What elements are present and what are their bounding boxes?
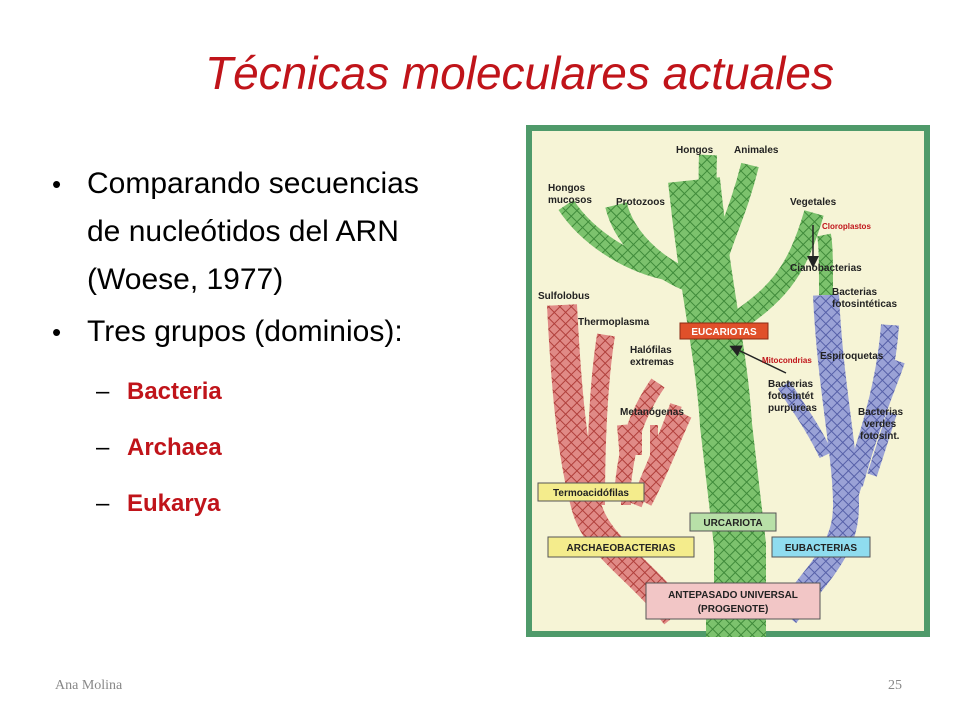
label-espiroquetas: Espiroquetas	[820, 351, 884, 362]
box-eubacterias: EUBACTERIAS	[771, 536, 871, 558]
mitocondrias-arrow	[729, 345, 787, 374]
box-archaeobacterias: ARCHAEOBACTERIAS	[547, 536, 695, 558]
label-bact-fotosinteticas-1: Bacterias	[832, 287, 877, 298]
label-bact-fotosinteticas-2: fotosintéticas	[832, 299, 897, 310]
label-hongos: Hongos	[676, 145, 714, 156]
label-cloroplastos: Cloroplastos	[822, 222, 871, 231]
label-termoacidofilas: Termoacidófilas	[553, 488, 629, 499]
label-purpureas-3: purpúreas	[768, 403, 817, 414]
bullet-dot: •	[52, 317, 62, 347]
label-archaeobacterias: ARCHAEOBACTERIAS	[567, 543, 676, 554]
bacteria-branches	[775, 233, 905, 624]
bullet-line: de nucleótidos del ARN	[87, 215, 399, 248]
label-purpureas-2: fotosintét	[768, 391, 814, 402]
dash-marker: –	[96, 490, 110, 517]
bullet-text: Tres grupos (dominios):	[87, 315, 403, 348]
label-verdes-3: fotosint.	[860, 431, 900, 442]
label-urcariota: URCARIOTA	[703, 518, 762, 529]
domain-label: Eukarya	[127, 490, 221, 517]
bullet-dot: •	[52, 169, 62, 199]
label-antepasado-2: (PROGENOTE)	[698, 604, 769, 615]
page-number: 25	[888, 678, 902, 693]
label-hongos-mucosos-2: mucosos	[548, 195, 592, 206]
domain-list: – Bacteria – Archaea – Eukarya	[52, 364, 492, 532]
label-mitocondrias: Mitocondrias	[762, 356, 812, 365]
label-verdes-1: Bacterias	[858, 407, 903, 418]
label-eubacterias: EUBACTERIAS	[785, 543, 858, 554]
bullet-list: • Comparando secuencias de nucleótidos d…	[52, 160, 492, 532]
label-purpureas-1: Bacterias	[768, 379, 813, 390]
box-antepasado-universal: ANTEPASADO UNIVERSAL (PROGENOTE)	[645, 582, 821, 620]
bullet-rna-sequences: • Comparando secuencias de nucleótidos d…	[52, 160, 492, 304]
label-eucariotas: EUCARIOTAS	[691, 327, 757, 338]
label-antepasado-1: ANTEPASADO UNIVERSAL	[668, 590, 798, 601]
bullet-three-domains: • Tres grupos (dominios):	[52, 308, 492, 356]
label-hongos-mucosos-1: Hongos	[548, 183, 586, 194]
slide-title: Técnicas moleculares actuales	[205, 47, 834, 99]
dash-marker: –	[96, 378, 110, 405]
bullet-line: Comparando secuencias	[87, 167, 419, 200]
label-thermoplasma: Thermoplasma	[578, 317, 650, 328]
label-metanogenas: Metanógenas	[620, 407, 684, 418]
domain-label: Archaea	[127, 434, 222, 461]
footer-author: Ana Molina	[55, 678, 123, 693]
label-verdes-2: verdes	[864, 419, 897, 430]
label-vegetales: Vegetales	[790, 197, 837, 208]
phylogenetic-tree-diagram: Hongos Animales Hongos mucosos Protozoos…	[526, 125, 930, 637]
label-sulfolobus: Sulfolobus	[538, 291, 590, 302]
label-animales: Animales	[734, 145, 779, 156]
domain-item-bacteria: – Bacteria	[52, 364, 492, 420]
label-protozoos: Protozoos	[616, 197, 665, 208]
domain-item-eukarya: – Eukarya	[52, 476, 492, 532]
dash-marker: –	[96, 434, 110, 461]
label-cianobacterias: Cianobacterias	[790, 263, 862, 274]
box-termoacidofilas: Termoacidófilas	[537, 482, 645, 502]
box-urcariota: URCARIOTA	[689, 512, 777, 532]
domain-item-archaea: – Archaea	[52, 420, 492, 476]
domain-label: Bacteria	[127, 378, 222, 405]
label-halofilas-2: extremas	[630, 357, 674, 368]
bullet-line: (Woese, 1977)	[87, 263, 284, 296]
box-eucariotas: EUCARIOTAS	[679, 322, 769, 340]
label-halofilas-1: Halófilas	[630, 345, 672, 356]
